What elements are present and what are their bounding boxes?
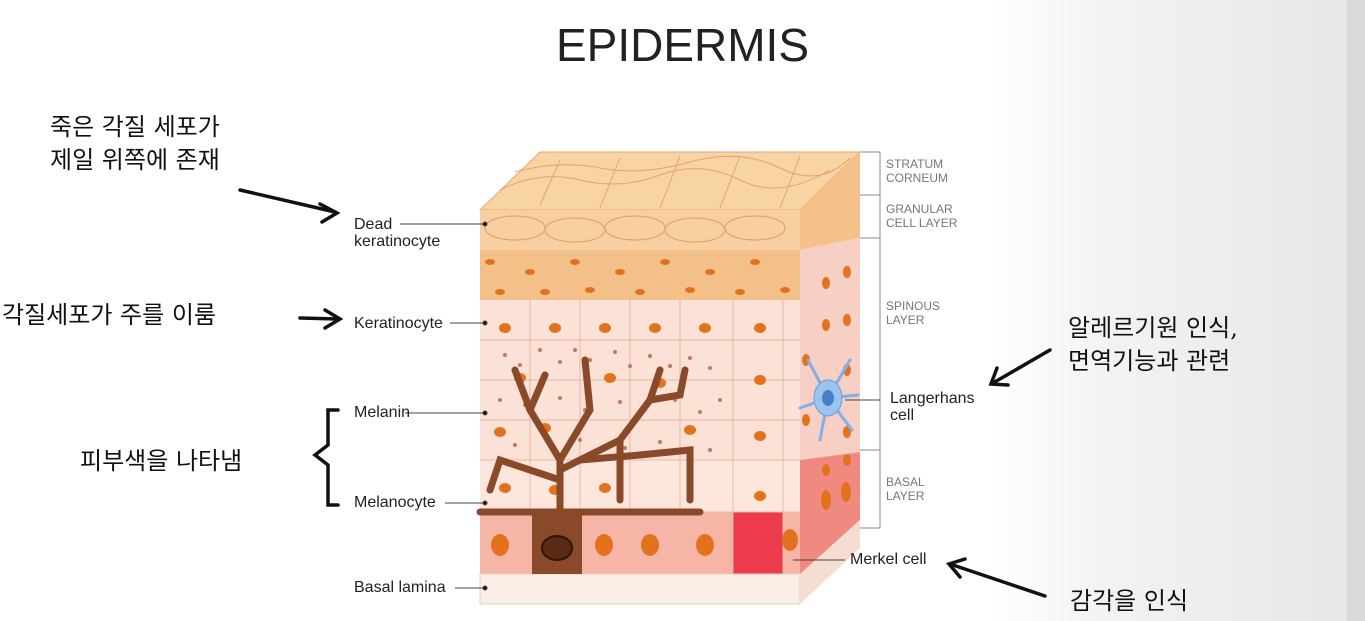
dead-cells-note-line1: 죽은 각질 세포가 (50, 113, 220, 141)
label-keratinocyte: Keratinocyte (354, 315, 443, 332)
layer-spinous-1: SPINOUS (886, 299, 941, 313)
label-langerhans: Langerhans (890, 390, 975, 407)
page-title: EPIDERMIS (555, 19, 810, 71)
layer-spinous-2: LAYER (886, 313, 925, 327)
langerhans-note-line2: 면역기능과 관련 (1068, 347, 1231, 375)
background-panel (990, 0, 1365, 621)
merkel-note: 감각을 인식 (1070, 587, 1189, 615)
melanocyte-nucleus (541, 535, 573, 561)
dead-cells-note-line2: 제일 위쪽에 존재 (50, 146, 220, 174)
label-keratinocyte-dead: keratinocyte (354, 233, 441, 250)
label-dead: Dead (354, 216, 393, 233)
layer-basal-1: BASAL (886, 475, 925, 489)
keratinocyte-note: 각질세포가 주를 이룸 (2, 301, 216, 329)
melanocyte-cell (476, 356, 704, 544)
layer-stratum-corneum-2: CORNEUM (886, 171, 948, 185)
side-face-corneum (800, 152, 860, 250)
label-merkel: Merkel cell (850, 551, 927, 568)
layer-basal-2: LAYER (886, 489, 925, 503)
layer-stratum-corneum-1: STRATUM (886, 157, 944, 171)
layer-granular-1: GRANULAR (886, 202, 953, 216)
langerhans-note-line1: 알레르기원 인식, (1068, 314, 1238, 342)
label-langerhans-cell: cell (890, 407, 915, 424)
side-face-lamina (800, 520, 860, 604)
basal-lamina (479, 573, 801, 605)
label-melanocyte: Melanocyte (354, 494, 436, 511)
scrollbar[interactable] (1347, 0, 1365, 621)
skin-color-note: 피부색을 나타냄 (80, 447, 243, 475)
label-basal-lamina: Basal lamina (354, 579, 446, 596)
label-melanin: Melanin (354, 404, 411, 421)
merkel-cell-highlight (733, 512, 783, 574)
layer-granular-2: CELL LAYER (886, 216, 958, 230)
